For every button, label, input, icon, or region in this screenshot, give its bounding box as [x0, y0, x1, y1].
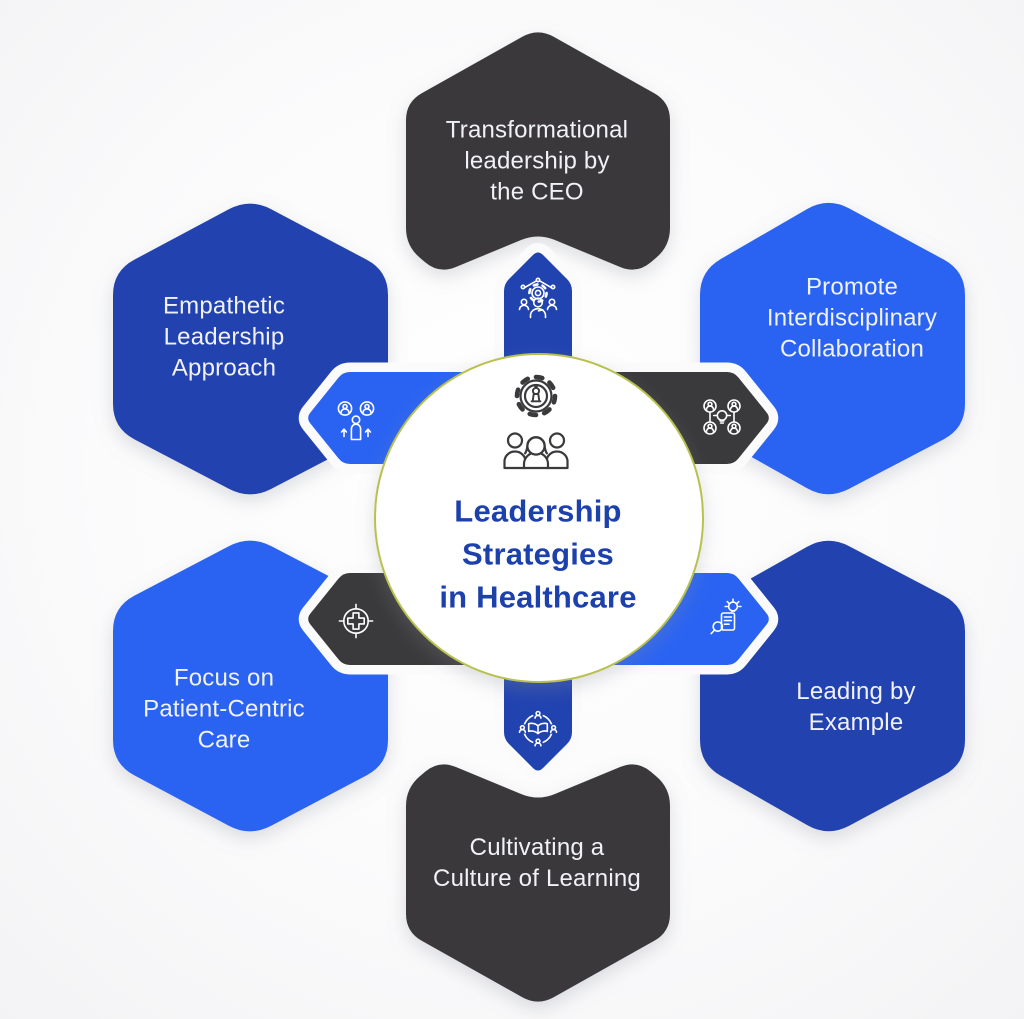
research-insight-icon: [710, 598, 742, 635]
node-label-bottom-left: Focus on Patient-Centric Care: [143, 664, 305, 754]
interdisciplinary-collaboration-icon: [703, 399, 741, 435]
node-label-bottom: Cultivating a Culture of Learning: [433, 834, 641, 892]
node-label-bottom-right: Leading by Example: [796, 678, 916, 736]
empathy-growth-icon: [337, 401, 375, 441]
center-circle-layer: [374, 353, 704, 683]
leadership-network-icon: [518, 277, 558, 319]
center-circle: [374, 353, 704, 683]
node-label-top: Transformational leadership by the CEO: [445, 116, 629, 206]
hexagon-top: [406, 32, 670, 270]
connector-icons-layer: [337, 277, 742, 749]
node-label-top-left: Empathetic Leadership Approach: [162, 292, 286, 382]
patient-target-icon: [338, 603, 374, 639]
team-strategy-icon: [503, 374, 569, 470]
learning-culture-icon: [518, 709, 558, 749]
hexagon-bottom: [406, 764, 670, 1002]
node-label-top-right: Promote Interdisciplinary Collaboration: [766, 273, 938, 363]
center-title: Leadership Strategies in Healthcare: [439, 493, 637, 615]
